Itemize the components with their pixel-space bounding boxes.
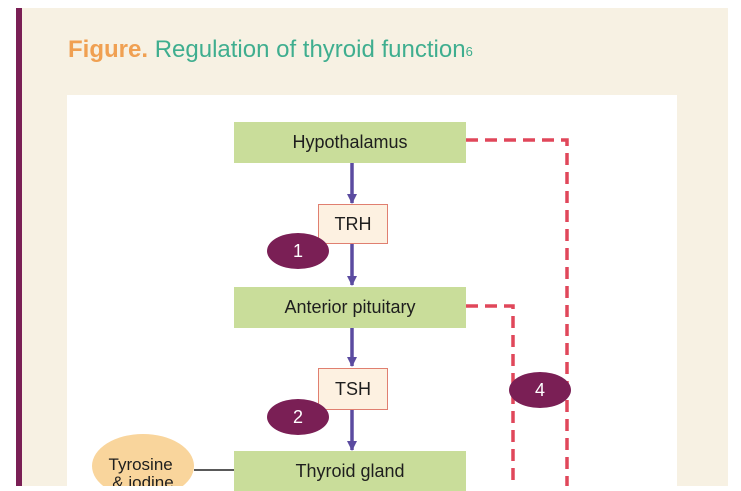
tyrosine-iodine-label: Tyrosine & iodine [109,455,178,486]
trh-box: TRH [318,204,388,244]
figure-reference: 6 [465,44,473,59]
figure-title: Figure. Regulation of thyroid function6 [68,34,473,66]
feedback-path-pituitary [466,304,515,486]
anterior-pituitary-box: Anterior pituitary [234,287,466,328]
step-badge-2: 2 [267,399,329,435]
feedback-path-hypothalamus [466,138,569,486]
figure-caption: Regulation of thyroid function [154,36,466,63]
figure-label: Figure. [68,36,149,63]
hypothalamus-box: Hypothalamus [234,122,466,163]
accent-bar [16,8,22,486]
tyrosine-iodine-oval [92,434,194,486]
step-badge-4: 4 [509,372,571,408]
step-badge-1: 1 [267,233,329,269]
thyroid-gland-box: Thyroid gland [234,451,466,491]
tsh-box: TSH [318,368,388,410]
